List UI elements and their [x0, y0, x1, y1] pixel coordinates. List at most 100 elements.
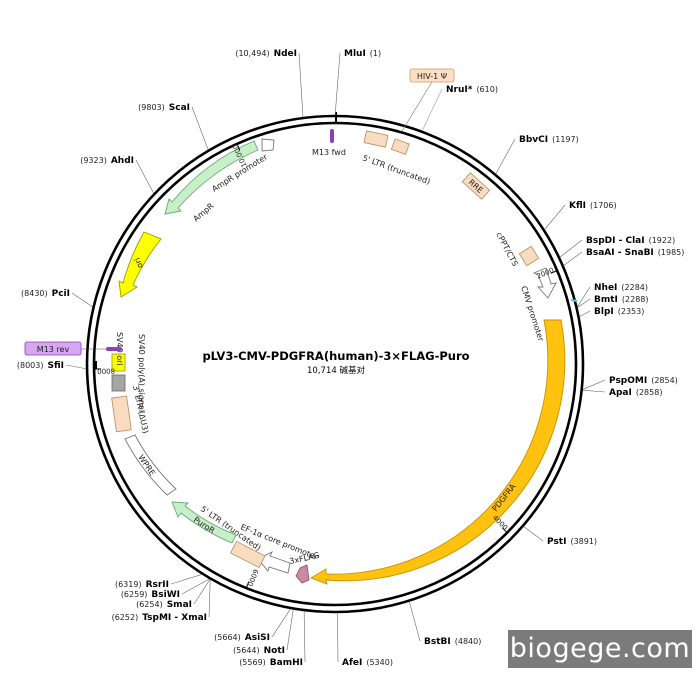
site-name: MluI [344, 49, 366, 59]
site-position: (5340) [366, 658, 393, 667]
tick-mark [550, 270, 557, 274]
site-leader [579, 310, 591, 318]
tick-mark [246, 581, 250, 588]
site-name: BlpI [594, 307, 614, 317]
wpre-arrow [124, 434, 177, 496]
site-label: BlpI (2353) [594, 307, 644, 317]
site-position: (4840) [455, 637, 482, 646]
site-position: (2353) [618, 307, 645, 316]
site-name: NdeI [274, 49, 297, 59]
site-position: (610) [476, 85, 498, 94]
site-leader [298, 52, 304, 118]
site-label: NruI*(610) [446, 85, 498, 95]
plasmid-name: pLV3-CMV-PDGFRA(human)-3×FLAG-Puro [202, 349, 469, 363]
feature-ori: ori [118, 231, 162, 298]
site-leader [582, 379, 606, 390]
site-position: (9323) [80, 156, 107, 165]
site-name: AfeI [342, 658, 362, 668]
site-position: (6252) [112, 613, 139, 622]
site-leader [523, 526, 544, 542]
flag-arrow [295, 564, 310, 584]
site-label: BsaAI - SnaBI(1985) [586, 248, 684, 258]
site-leader [271, 608, 291, 638]
site-position: (1922) [649, 236, 676, 245]
site-position: (2854) [651, 376, 678, 385]
site-name: TspMI - XmaI [142, 613, 207, 623]
site-label: BspDI - ClaI (1922) [586, 236, 675, 246]
site-label: (6259)BsiWI [121, 590, 180, 600]
m13fwd-label: M13 fwd [312, 148, 346, 157]
site-label: BbvCI(1197) [519, 135, 579, 145]
ltr5-box-a [363, 130, 389, 148]
site-name: BstBI [424, 637, 451, 647]
site-label: (5569) BamHI [239, 658, 303, 668]
site-label: (6254) SmaI [136, 600, 192, 610]
site-position: (1) [370, 49, 381, 58]
site-leader [577, 286, 591, 308]
site-position: (1197) [552, 135, 579, 144]
site-name: RsrII [146, 580, 169, 590]
ltr5-box-b [390, 138, 410, 155]
cppt-box [518, 245, 540, 267]
site-name: SmaI [167, 600, 192, 610]
m13fwd-mark [330, 129, 334, 143]
site-label: PstI(3891) [547, 537, 597, 547]
site-leader [65, 364, 87, 370]
site-label: (10,494)NdeI [235, 49, 297, 59]
site-position: (2858) [636, 388, 663, 397]
m13rev-label: M13 rev [37, 345, 70, 354]
site-name: AsiSI [245, 633, 270, 643]
site-leader [71, 292, 93, 308]
ampr-arrow [164, 140, 259, 215]
site-label: KflI (1706) [569, 201, 617, 211]
site-label: (5644)NotI [233, 646, 285, 656]
site-leader [337, 612, 339, 663]
tick-mark [501, 527, 507, 533]
site-leader [208, 579, 211, 618]
backbone-outer-ring [85, 114, 585, 614]
site-position: (6254) [136, 600, 163, 609]
site-name: NruI* [446, 85, 473, 95]
ltr5b-box [230, 540, 266, 569]
site-leader [170, 574, 202, 585]
ef1a-arrow [257, 550, 291, 574]
site-leader [191, 106, 209, 150]
site-position: (6259) [121, 590, 148, 599]
site-name: KflI [569, 201, 586, 211]
site-layer: MluI (1) (10,494)NdeI NruI*(610) BbvCI(1197)… [17, 49, 685, 668]
site-label: BstBI (4840) [424, 637, 481, 647]
site-label: AfeI (5340) [342, 658, 393, 668]
ori-label: ori [133, 256, 145, 269]
site-name: BamHI [270, 658, 303, 668]
site-position: (8003) [17, 361, 44, 370]
ltr3-box [111, 395, 132, 433]
sv40pa-box [111, 374, 126, 392]
site-name: AhdI [111, 156, 134, 166]
site-label: (9803)ScaI [138, 103, 190, 113]
ltr5-label: 5' LTR (truncated) [361, 153, 431, 186]
cppt-label: cPPT/CTS [494, 231, 519, 268]
feature-sv40-ori: SV40 ori [111, 332, 126, 372]
primer-m13-fwd: M13 fwd [312, 129, 346, 157]
site-label: (5664)AsiSI [214, 633, 270, 643]
site-name: BsiWI [151, 590, 180, 600]
site-position: (5569) [239, 658, 266, 667]
site-position: (9803) [138, 103, 165, 112]
site-name: SfiI [47, 361, 64, 371]
site-leader [559, 239, 583, 258]
site-position: (2288) [622, 295, 649, 304]
hiv-psi-label: HIV-1 Ψ [417, 72, 447, 81]
site-position: (1706) [590, 201, 617, 210]
tick-label: 6000 [246, 568, 260, 588]
site-label: (6319)RsrII [115, 580, 169, 590]
site-label: (9323) AhdI [80, 156, 134, 166]
site-name: BspDI - ClaI [586, 236, 645, 246]
cmv-arrow [532, 267, 557, 299]
site-label: BmtI(2288) [594, 295, 649, 305]
site-leader [135, 159, 154, 194]
site-label: (6252)TspMI - XmaI [112, 613, 207, 623]
site-label: (8430)PciI [21, 289, 70, 299]
site-leader [181, 578, 210, 595]
site-leader [577, 298, 591, 308]
